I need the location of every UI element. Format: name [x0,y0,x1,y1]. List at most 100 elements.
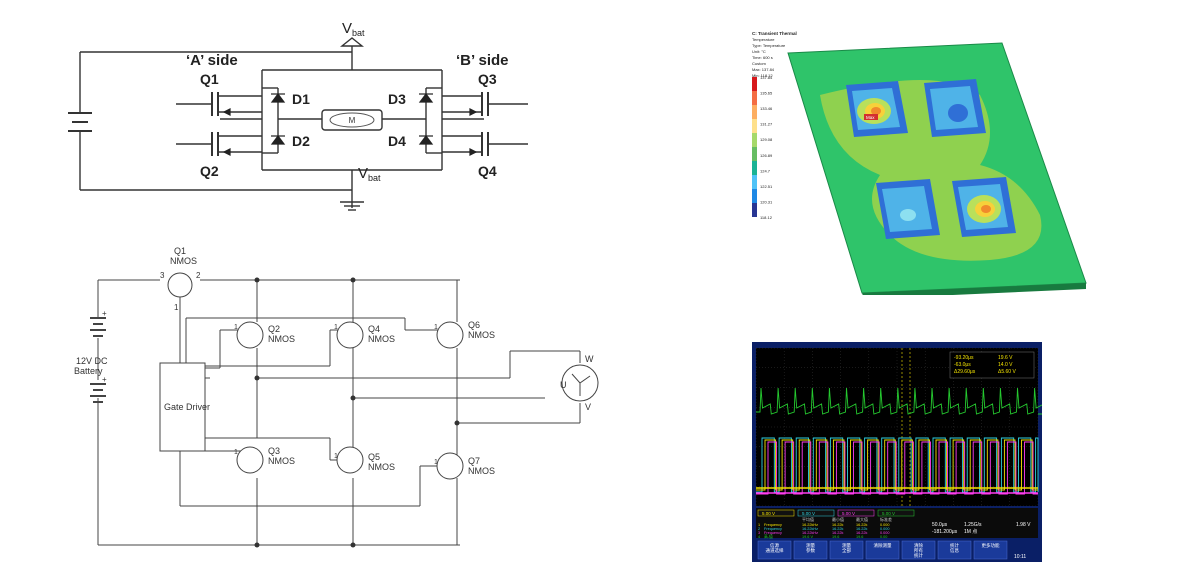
clock: 10:11 [1014,554,1026,560]
softkey-1[interactable] [757,540,792,560]
svg-text:1: 1 [434,459,438,466]
legend-swatch [752,147,757,161]
mosfet-q5 [336,446,364,474]
stats-cell: 4 [758,535,760,539]
b-side-label: ‘B’ side [456,52,509,69]
stats-cell: Frequency [764,527,782,531]
label-q3: Q3 [478,71,497,87]
thermal-header-line: Time: 600 s [752,55,773,60]
sample-rate: 1.25G/s [964,522,982,528]
softkey-label: 信息 [950,547,959,554]
channel-scale-4[interactable] [877,509,915,517]
thermal-header-line: Type: Temperature [752,43,786,48]
channel-scale-2[interactable] [797,509,835,517]
legend-value: 129.08 [760,137,773,142]
a-side-label: ‘A’ side [186,52,238,69]
softkey-2[interactable] [793,540,828,560]
temperature-legend: 137.84135.65133.46131.27129.08126.89124.… [752,75,773,220]
softkey-label: 信源 [770,542,779,549]
stats-cell: 16.22kHz [802,527,818,531]
chip-top-right [924,79,986,137]
inv-q1-label: Q1 [174,246,186,256]
svg-text:2: 2 [196,271,201,280]
motor-phase-u: U [560,380,567,390]
label-d3: D3 [388,91,406,107]
svg-text:1: 1 [334,453,338,460]
svg-text:Q2: Q2 [268,324,280,334]
channel-scale-text: 5.00 V [802,511,815,516]
softkey-6[interactable] [937,540,972,560]
stats-header: 标准差 [880,516,892,522]
timebase: 50.0μs [932,522,948,528]
stats-cell: 16.22k [832,523,844,527]
stats-cell: 16.22kHz [802,531,818,535]
trigger-position: -181.200μs [932,529,958,535]
inverter-schematic: Q1 NMOS 3 2 1 12V DC Battery + + Gate Dr… [74,246,599,548]
legend-value: 124.7 [760,168,771,173]
softkey-7[interactable] [973,540,1008,560]
softkey-4[interactable] [865,540,900,560]
thermal-header-line: Max: 137.84 [752,67,775,72]
softkey-label: 统计 [914,552,923,559]
svg-text:1: 1 [434,324,438,331]
legend-swatch [752,203,757,217]
stats-cell: 0.000 [880,523,890,527]
svg-text:NMOS: NMOS [468,466,495,476]
mosfet-q2 [236,321,264,349]
mosfet-q6 [436,321,464,349]
battery-label-line2: Battery [74,366,103,376]
readout-time: Δ29.60μs [954,369,976,375]
stats-cell: 0.00 [880,535,887,539]
svg-text:NMOS: NMOS [268,456,295,466]
softkey-label: 所有 [914,547,923,554]
stats-cell: 19.6 V [802,535,813,539]
svg-text:NMOS: NMOS [368,462,395,472]
svg-text:1: 1 [234,449,238,456]
channel-scale-text: 5.00 V [762,511,775,516]
stats-cell: 16.22k [856,527,868,531]
stats-cell: 16.22k [832,527,844,531]
label-d1: D1 [292,91,310,107]
readout-voltage: 19.6 V [998,355,1013,361]
diode-d3 [418,93,434,103]
softkey-label: 参数 [806,547,815,554]
label-q4: Q4 [478,163,497,179]
legend-value: 126.89 [760,153,773,158]
legend-value: 135.65 [760,91,773,96]
gate-driver-label: Gate Driver [164,402,210,412]
svg-text:1: 1 [174,303,179,312]
svg-text:Max: Max [866,115,875,120]
svg-text:1: 1 [234,324,238,331]
mosfet-q4 [336,321,364,349]
channel-scale-3[interactable] [837,509,875,517]
h-bridge-schematic: M Vbat Vbat ‘A’ side ‘B’ side Q1 Q2 Q3 Q… [68,20,528,211]
readout-voltage: 14.0 V [998,362,1013,368]
thermal-header-line: Min: 118.12 [752,73,773,78]
stats-cell: 2 [758,527,760,531]
stats-cell: Frequency [764,531,782,535]
stats-header: 平均值 [802,516,814,522]
legend-swatch [752,175,757,189]
thermal-header-line: Custom [752,61,766,66]
mosfet-q7 [436,452,464,480]
diode-d1 [270,93,286,103]
mosfet-q3 [236,446,264,474]
softkey-label: 统计 [950,542,959,549]
stats-cell: 19.6 [856,535,863,539]
label-q2: Q2 [200,163,219,179]
diode-d4 [418,135,434,145]
softkey-3[interactable] [829,540,864,560]
legend-value: 133.46 [760,106,773,111]
stats-cell: 16.22k [832,531,844,535]
motor-phase-v: V [585,402,591,412]
inv-q1-type: NMOS [170,256,197,266]
svg-text:1: 1 [334,324,338,331]
stats-cell: 16.22k [856,531,868,535]
stats-cell: 16.22k [856,523,868,527]
softkey-5[interactable] [901,540,936,560]
channel-scale-1[interactable] [757,509,795,517]
svg-text:+: + [102,375,107,384]
legend-value: 137.84 [760,75,773,80]
chip-bottom-right [952,177,1016,237]
